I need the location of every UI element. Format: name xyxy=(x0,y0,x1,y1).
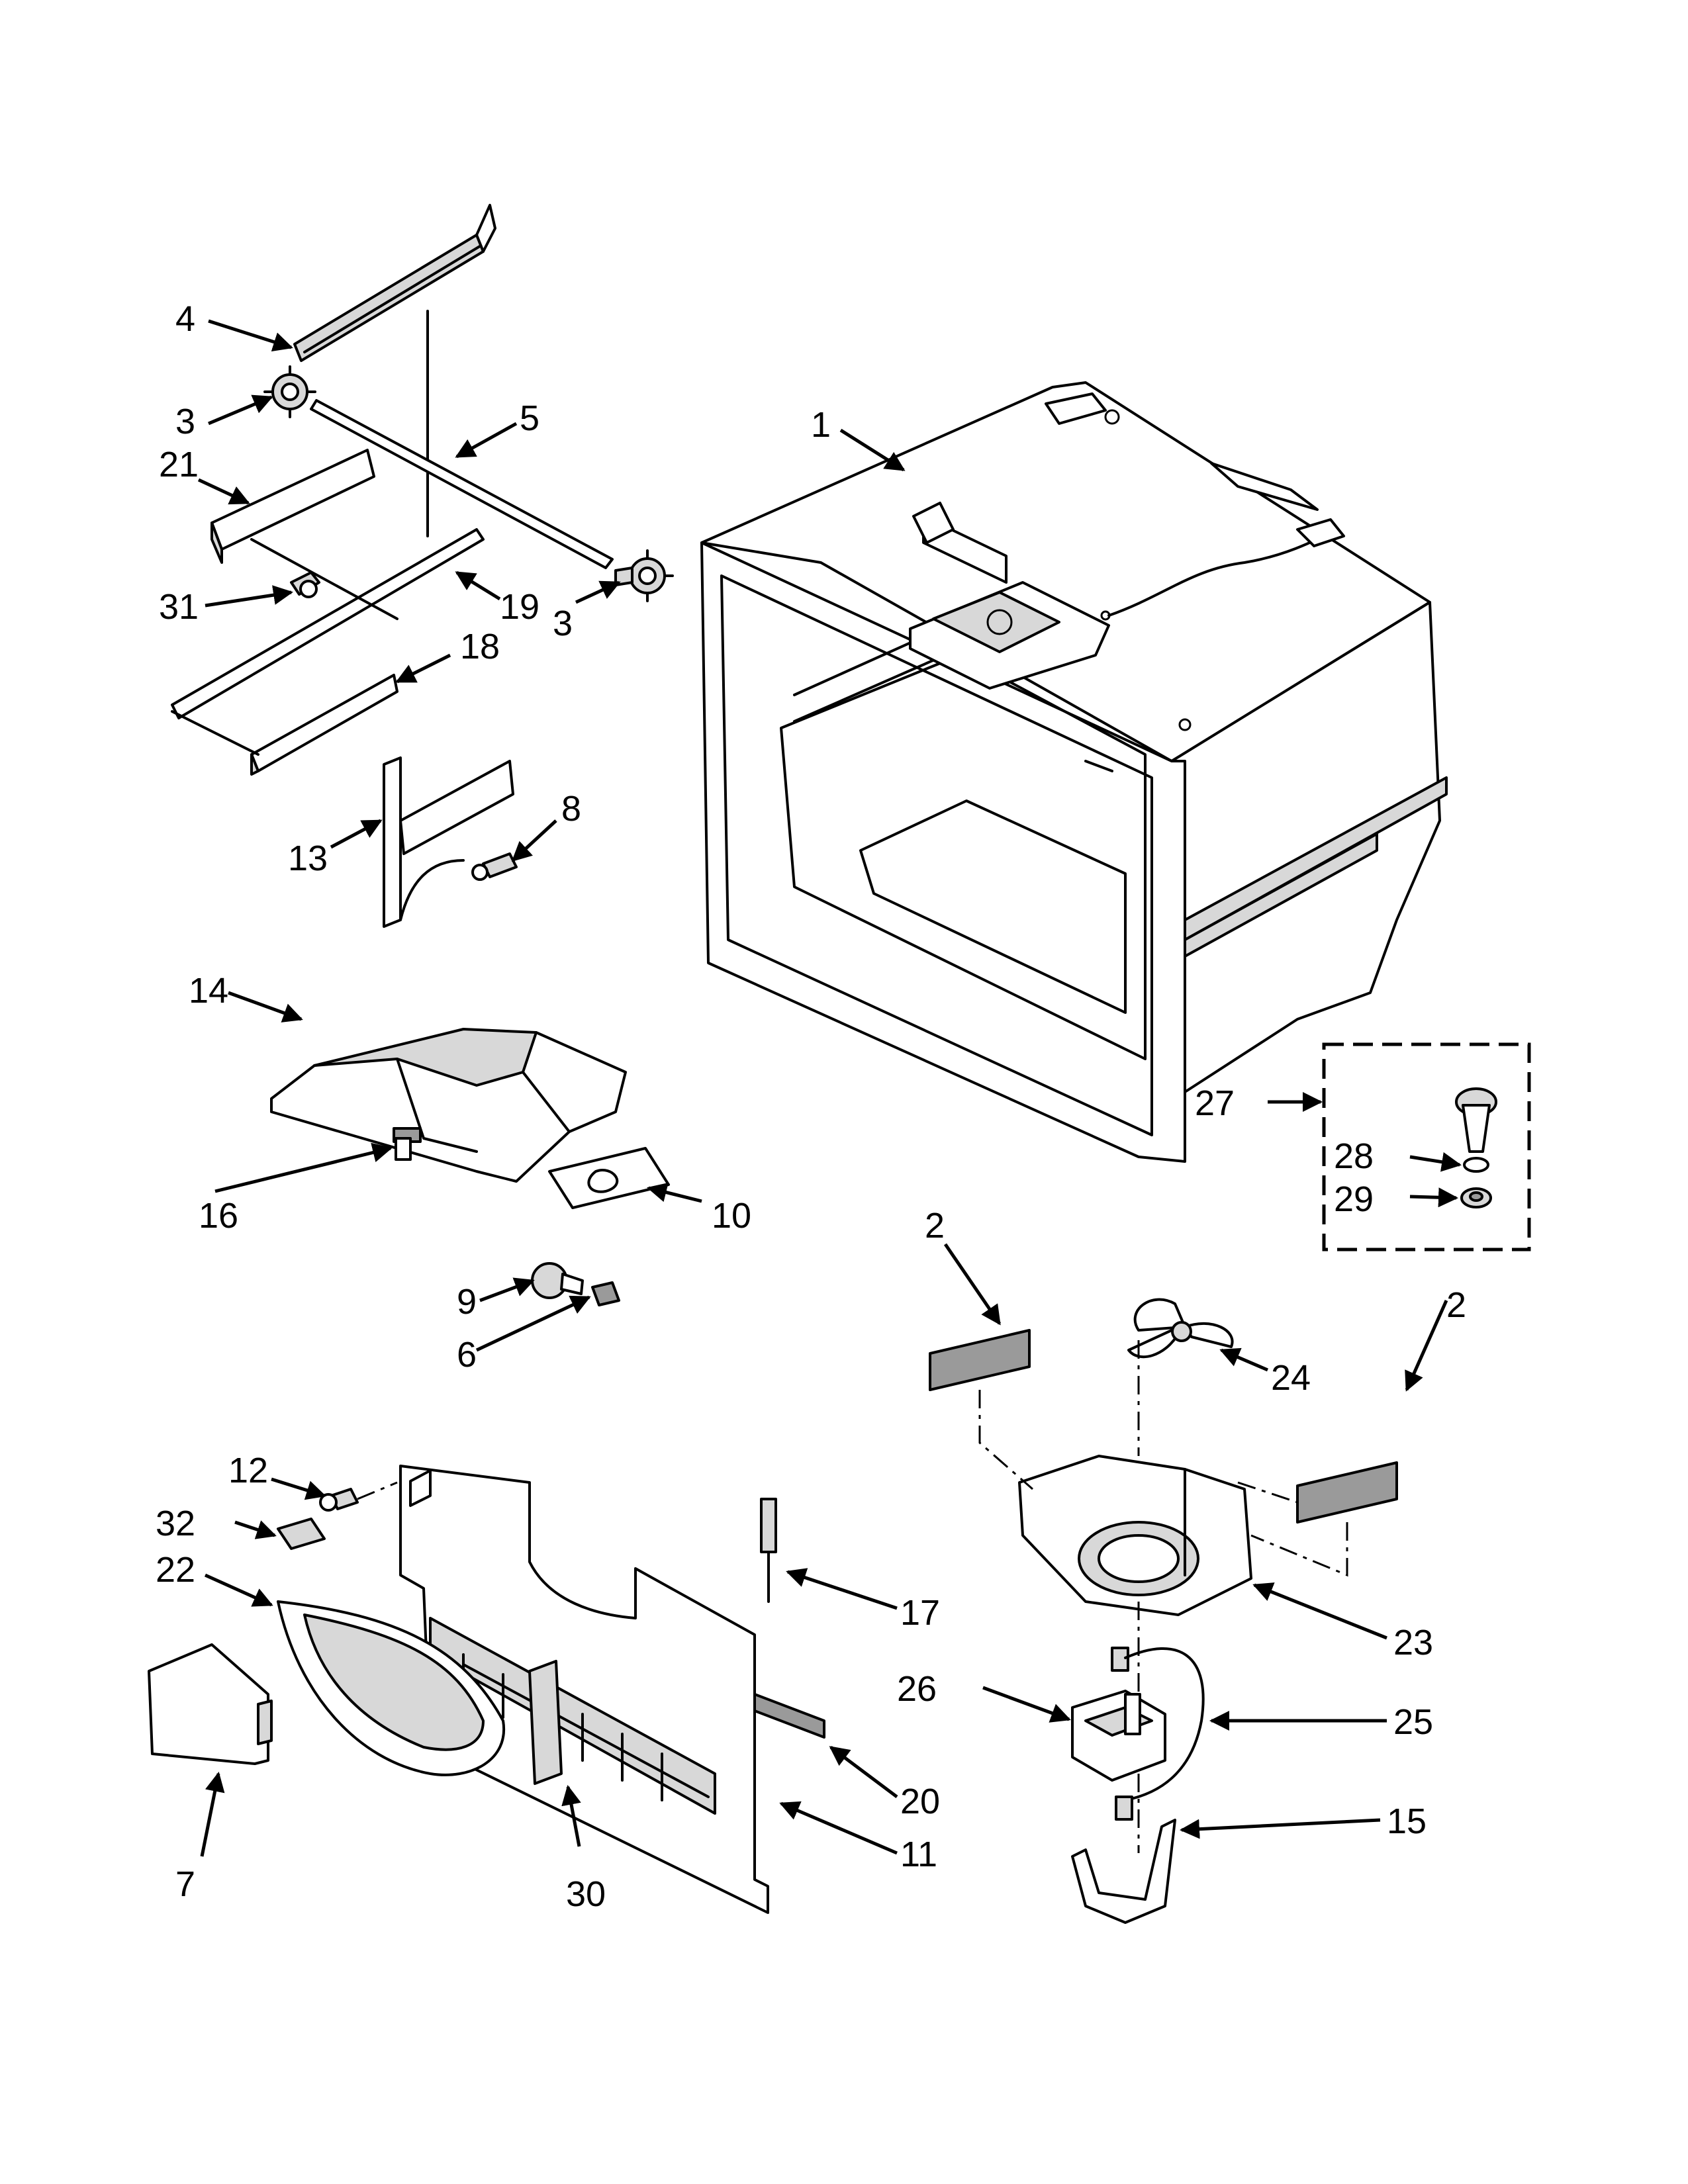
part-2-foam-left xyxy=(929,1329,1031,1391)
assembly-line-foam-right xyxy=(1237,1481,1298,1504)
part-7-cover xyxy=(148,1643,273,1765)
part-10-label xyxy=(548,1147,670,1209)
assembly-line-foam-right-2 xyxy=(1250,1522,1348,1577)
callout-9: 9 xyxy=(457,1282,477,1322)
callout-13: 13 xyxy=(288,839,328,878)
part-18-rail xyxy=(171,674,399,776)
part-28-o-ring xyxy=(1463,1157,1489,1173)
callout-5: 5 xyxy=(520,398,539,438)
part-27-fitting xyxy=(1455,1087,1497,1153)
callout-3-right: 3 xyxy=(553,604,573,643)
part-26-motor xyxy=(1071,1647,1166,1782)
part-3-gear-left xyxy=(263,365,316,418)
part-8-screw xyxy=(471,852,518,881)
callout-labels: 4 3 5 21 31 19 3 18 1 8 13 14 16 10 27 2… xyxy=(156,299,1466,1914)
part-3-gear-right xyxy=(614,549,674,602)
kit-27-box xyxy=(1322,1042,1531,1251)
assembly-line-foam-left xyxy=(978,1390,1033,1490)
callout-2-right: 2 xyxy=(1446,1285,1466,1325)
part-17-sensor xyxy=(760,1498,777,1603)
callout-25: 25 xyxy=(1393,1702,1433,1742)
part-29-washer xyxy=(1460,1187,1492,1208)
callout-12: 12 xyxy=(228,1451,268,1490)
leader-lines xyxy=(197,319,1462,1857)
callout-22: 22 xyxy=(156,1550,195,1590)
callout-26: 26 xyxy=(897,1669,937,1709)
callout-24: 24 xyxy=(1271,1358,1311,1398)
part-2-foam-right xyxy=(1296,1461,1398,1524)
part-13-bracket xyxy=(383,756,514,928)
callout-32: 32 xyxy=(156,1504,195,1543)
part-21-bracket xyxy=(211,449,375,564)
callout-10: 10 xyxy=(712,1196,751,1236)
part-6-socket xyxy=(591,1281,620,1306)
part-31-screw xyxy=(290,571,320,598)
part-23-fan-shroud xyxy=(1018,1455,1252,1616)
part-4-slide-rail xyxy=(293,204,496,362)
part-9-bulb xyxy=(531,1262,584,1299)
callout-7: 7 xyxy=(175,1864,195,1904)
callout-4: 4 xyxy=(175,299,195,339)
part-12-screw xyxy=(319,1488,359,1512)
callout-19: 19 xyxy=(500,587,539,627)
callout-31: 31 xyxy=(159,587,199,627)
assembly-line-screw xyxy=(357,1481,398,1500)
callout-8: 8 xyxy=(561,789,581,829)
callout-15: 15 xyxy=(1387,1801,1427,1841)
part-5-shaft xyxy=(310,399,614,569)
part-32-thermostat xyxy=(277,1518,326,1550)
callout-23: 23 xyxy=(1393,1623,1433,1662)
callout-28: 28 xyxy=(1334,1136,1374,1176)
part-20-strip xyxy=(753,1693,825,1739)
part-16-clip xyxy=(395,1137,412,1161)
callout-1: 1 xyxy=(811,405,831,445)
part-14-tray xyxy=(270,1028,627,1183)
callout-14: 14 xyxy=(189,971,228,1011)
callout-3: 3 xyxy=(175,402,195,441)
part-25-harness xyxy=(1115,1647,1205,1821)
callout-11: 11 xyxy=(900,1835,937,1874)
part-15-bracket xyxy=(1071,1819,1176,1924)
callout-21: 21 xyxy=(159,445,199,484)
part-11-panel xyxy=(399,1465,769,1914)
callout-6: 6 xyxy=(457,1335,477,1375)
callout-29: 29 xyxy=(1334,1179,1374,1219)
part-24-fan-blade xyxy=(1127,1298,1234,1359)
callout-18: 18 xyxy=(460,627,500,666)
callout-27: 27 xyxy=(1195,1083,1235,1123)
part-30-clip xyxy=(528,1660,563,1785)
callout-2-left: 2 xyxy=(925,1206,945,1246)
callout-20: 20 xyxy=(900,1782,940,1821)
part-1-freezer-liner xyxy=(700,381,1448,1163)
callout-17: 17 xyxy=(900,1593,940,1633)
callout-16: 16 xyxy=(199,1196,238,1236)
part-22-grille xyxy=(277,1600,506,1776)
callout-30: 30 xyxy=(566,1874,606,1914)
